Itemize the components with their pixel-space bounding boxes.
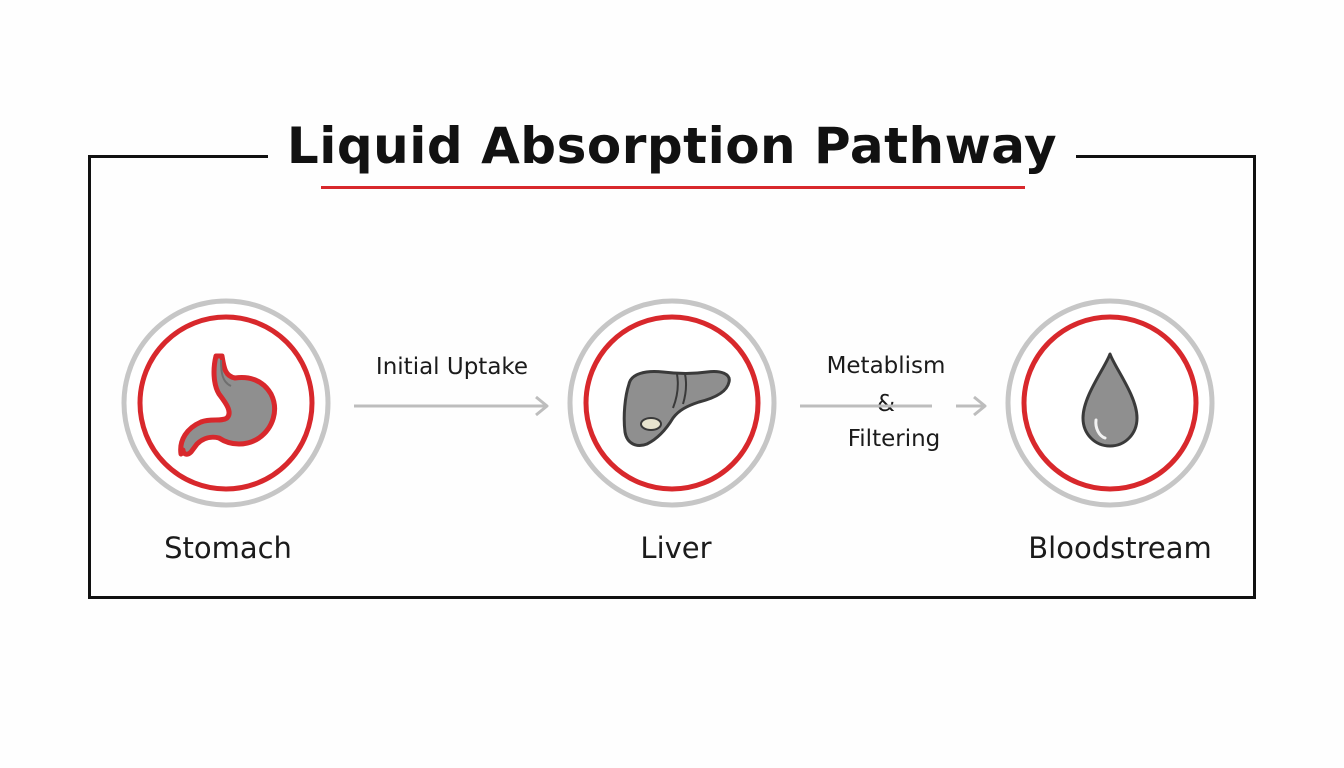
node-stomach <box>121 298 331 508</box>
title-underline <box>321 186 1025 189</box>
title-block: Liquid Absorption Pathway <box>268 108 1076 198</box>
node-bloodstream <box>1005 298 1215 508</box>
blood-drop-icon <box>1081 352 1139 448</box>
stomach-icon <box>178 353 277 457</box>
node-bloodstream-label: Bloodstream <box>1028 531 1212 565</box>
node-liver-label: Liver <box>640 531 712 565</box>
node-liver-circle <box>567 298 777 508</box>
node-bloodstream-circle <box>1005 298 1215 508</box>
liver-icon <box>622 370 731 447</box>
node-stomach-label: Stomach <box>164 531 292 565</box>
node-liver <box>567 298 777 508</box>
node-stomach-circle <box>121 298 331 508</box>
edge-initial-uptake-label: Initial Uptake <box>375 354 529 380</box>
arrow-stomach-to-liver <box>354 395 549 417</box>
arrow-liver-to-bloodstream <box>800 395 987 417</box>
edge-metabolism-label-line3: Filtering <box>847 426 941 452</box>
edge-metabolism-label-line2: & <box>877 391 895 417</box>
edge-metabolism-label-line1: Metablism <box>826 353 946 379</box>
diagram-title: Liquid Absorption Pathway <box>286 117 1058 175</box>
